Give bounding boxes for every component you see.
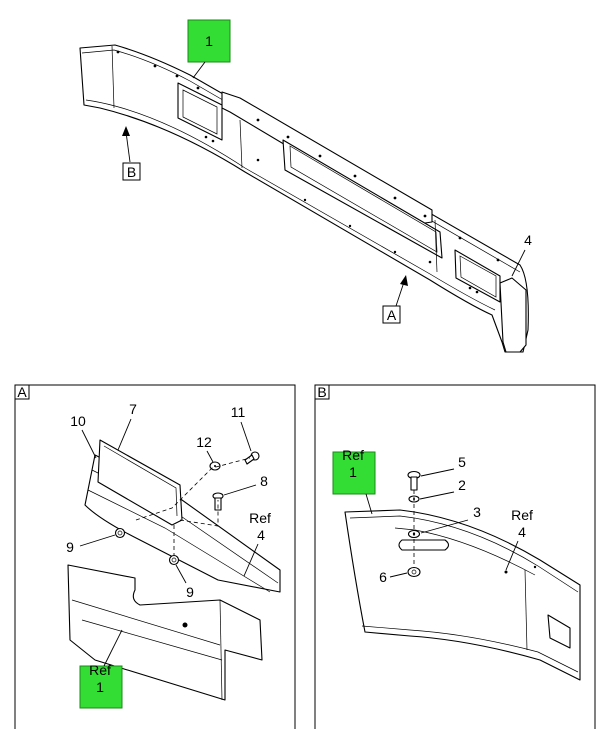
ref-4-a-bottom: 4 [257, 527, 265, 543]
callout-6-label: 6 [379, 569, 387, 585]
opening-center [282, 139, 443, 259]
ref-1-a-bottom: 1 [96, 679, 104, 695]
callout-1-highlight [187, 19, 231, 63]
callout-9-bottom-label: 9 [186, 584, 194, 600]
ref-4-a-leader [243, 543, 259, 577]
fastener-9-left [114, 527, 126, 539]
detail-b-slot [398, 539, 450, 551]
detail-b-frame [314, 384, 596, 729]
detail-b-view: B 5 2 3 [314, 384, 596, 729]
detail-b-tag: B [317, 384, 326, 400]
callout-10-label: 10 [70, 413, 86, 429]
view-b-arrow [125, 131, 131, 163]
callout-9-bottom-leader [175, 564, 187, 584]
ref-4-b-leader [505, 540, 519, 571]
bolt-holes [116, 50, 500, 294]
callout-12-leader [206, 450, 214, 463]
callout-8-label: 8 [260, 473, 268, 489]
callout-3-leader [420, 519, 469, 534]
callout-9-left-leader [79, 534, 116, 547]
main-assembly-view: 1 4 B A [79, 19, 532, 353]
callout-10-leader [81, 429, 97, 459]
detail-b-tag-box [314, 384, 330, 400]
ref-1-b-highlight [332, 451, 376, 495]
detail-a-tag: A [17, 384, 27, 400]
ref-1-b-bottom: 1 [349, 464, 357, 480]
detail-a-view: A [14, 384, 296, 729]
callout-11-leader [240, 421, 252, 452]
callout-4-label: 4 [524, 232, 532, 248]
detail-b-bumper-end [344, 509, 581, 681]
ref-1-b-leader [365, 493, 373, 515]
callout-8-leader [223, 484, 257, 496]
detail-a-frame [14, 384, 296, 729]
callout-4-leader [511, 249, 526, 277]
callout-2-label: 2 [458, 477, 466, 493]
opening-right [454, 249, 501, 303]
bolt-5 [407, 470, 421, 491]
view-a-label: A [387, 307, 397, 323]
bumper-outline [79, 44, 529, 353]
view-b-box [122, 162, 141, 181]
callout-1-leader [192, 61, 206, 79]
ref-1-a-leader [103, 629, 123, 667]
bolt-11 [244, 451, 260, 465]
end-cap-right [499, 277, 527, 353]
bracket-7 [97, 439, 183, 526]
view-a-arrow [395, 281, 405, 307]
view-a-box [382, 305, 401, 324]
callout-1-label: 1 [205, 33, 213, 49]
callout-9-left-label: 9 [66, 539, 74, 555]
callout-7-leader [117, 418, 132, 451]
nut-6 [407, 566, 421, 578]
callout-2-leader [419, 491, 455, 500]
callout-5-label: 5 [458, 454, 466, 470]
ref-1-a-top: Ref [89, 662, 111, 678]
ref-4-a-top: Ref [249, 510, 271, 526]
ref-4-b-bottom: 4 [518, 524, 526, 540]
fastener-9-bottom [168, 554, 180, 566]
opening-left [177, 82, 223, 141]
callout-5-leader [420, 468, 455, 477]
view-b-label: B [127, 164, 136, 180]
detail-a-tag-box [14, 384, 30, 400]
ref-4-b-top: Ref [511, 507, 533, 523]
callout-7-label: 7 [129, 401, 137, 417]
callout-3-label: 3 [473, 504, 481, 520]
callout-11-label: 11 [231, 404, 246, 420]
ref-1-b-top: Ref [342, 447, 364, 463]
callout-6-leader [389, 572, 408, 578]
bolt-8 [212, 492, 224, 511]
callout-12-label: 12 [196, 434, 212, 450]
ref-1-a-highlight [79, 665, 123, 709]
